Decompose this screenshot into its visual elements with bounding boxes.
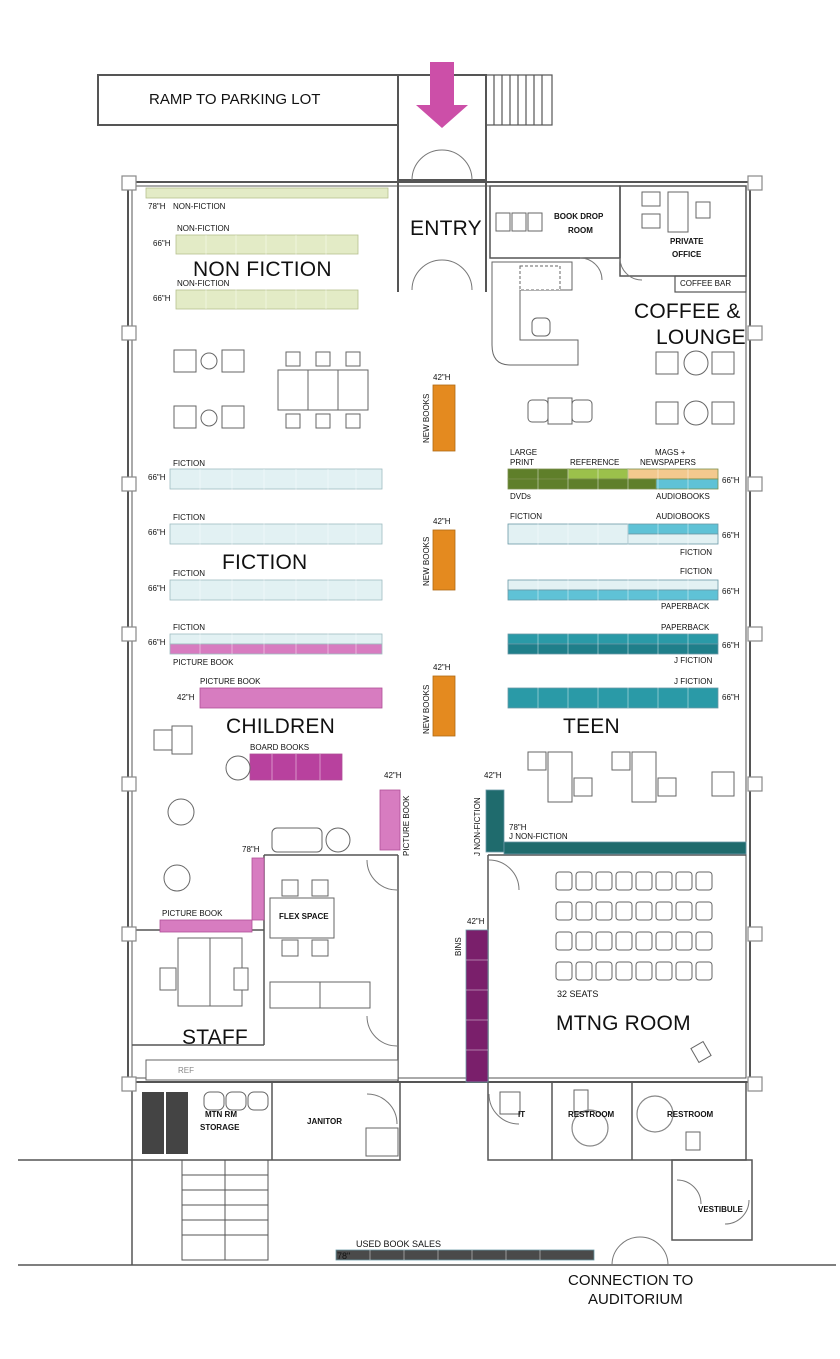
office-label: OFFICE bbox=[672, 250, 702, 259]
ref-label: REF bbox=[178, 1066, 194, 1075]
shelf-label: NON-FICTION bbox=[177, 224, 230, 233]
shelf-label: FICTION bbox=[173, 459, 205, 468]
ramp-stairs bbox=[485, 74, 553, 126]
staff-area-label: STAFF bbox=[182, 1026, 248, 1049]
shelf-height-label: 42"H bbox=[433, 517, 451, 526]
restroom-1-label: RESTROOM bbox=[568, 1110, 615, 1119]
shelf-label: NEW BOOKS bbox=[422, 536, 431, 586]
lounge-label: LOUNGE bbox=[656, 326, 746, 349]
reference-shelf bbox=[507, 468, 719, 490]
shelf-label: FICTION bbox=[173, 569, 205, 578]
coffee-label: COFFEE & bbox=[634, 300, 741, 323]
vestibule-label: VESTIBULE bbox=[698, 1205, 743, 1214]
shelf-label: J NON-FICTION bbox=[473, 797, 482, 856]
used-book-sales-label: USED BOOK SALES bbox=[356, 1239, 442, 1249]
teen-area-label: TEEN bbox=[563, 715, 620, 738]
shelf-height-label: 42"H bbox=[384, 771, 402, 780]
ramp-label: RAMP TO PARKING LOT bbox=[149, 91, 321, 108]
shelf-height-label: 78"H bbox=[509, 823, 527, 832]
entry-label: ENTRY bbox=[410, 217, 482, 240]
private-label: PRIVATE bbox=[670, 237, 704, 246]
shelf-height-label: 66"H bbox=[148, 584, 166, 593]
janitor-label: JANITOR bbox=[307, 1117, 342, 1126]
fiction-shelves bbox=[169, 468, 383, 655]
book-drop-label: BOOK DROP bbox=[554, 212, 604, 221]
meeting-room-label: MTNG ROOM bbox=[556, 1012, 691, 1035]
shelf-height-label: 66"H bbox=[722, 476, 740, 485]
shelf-height-label: 66"H bbox=[153, 239, 171, 248]
shelf-label: AUDIOBOOKS bbox=[656, 512, 710, 521]
shelf-height-label: 42"H bbox=[433, 373, 451, 382]
entry-arrow bbox=[416, 62, 468, 128]
shelf-label: FICTION bbox=[680, 567, 712, 576]
shelf-label: REFERENCE bbox=[570, 458, 620, 467]
furniture bbox=[145, 191, 735, 1157]
connection-label-2: AUDITORIUM bbox=[588, 1291, 683, 1308]
non-fiction-area-label: NON FICTION bbox=[193, 258, 332, 281]
shelf-label: MAGS + bbox=[655, 448, 686, 457]
shelf-label: FICTION bbox=[510, 512, 542, 521]
flex-space-label: FLEX SPACE bbox=[279, 912, 329, 921]
shelf-label: PAPERBACK bbox=[661, 602, 710, 611]
accessibility-icons bbox=[571, 1095, 674, 1147]
coffee-bar-label: COFFEE BAR bbox=[680, 279, 732, 288]
shelf-dividers bbox=[199, 235, 689, 1260]
shelf-height-label: 42"H bbox=[433, 663, 451, 672]
nonfiction-shelves bbox=[145, 187, 389, 310]
shelf-label: NON-FICTION bbox=[173, 202, 226, 211]
shelf-height-label: 66"H bbox=[148, 528, 166, 537]
shelf-label: PICTURE BOOK bbox=[402, 795, 411, 856]
shelf-height-label: 66"H bbox=[722, 693, 740, 702]
shelf-height-label: 66"H bbox=[722, 587, 740, 596]
shelf-label: J FICTION bbox=[674, 656, 713, 665]
connection-label-1: CONNECTION TO bbox=[568, 1272, 694, 1289]
shelf-height-label: 66"H bbox=[148, 473, 166, 482]
shelf-label: NEW BOOKS bbox=[422, 684, 431, 734]
shelf-label: J FICTION bbox=[674, 677, 713, 686]
shelf-label: AUDIOBOOKS bbox=[656, 492, 710, 501]
entry-doors bbox=[366, 149, 750, 1266]
shelf-height-label: 66"H bbox=[153, 294, 171, 303]
used-height-label: 78" bbox=[337, 1251, 351, 1261]
shelf-label: FICTION bbox=[173, 513, 205, 522]
shelf-label: BOARD BOOKS bbox=[250, 743, 310, 752]
shelf-label: DVDs bbox=[510, 492, 531, 501]
columns bbox=[121, 175, 763, 1092]
shelf-height-label: 66"H bbox=[722, 641, 740, 650]
shelf-label: FICTION bbox=[680, 548, 712, 557]
shelf-height-label: 42"H bbox=[467, 917, 485, 926]
mtn-rm-label: MTN RM bbox=[205, 1110, 237, 1119]
shelf-label: LARGE bbox=[510, 448, 538, 457]
book-drop-room-label: ROOM bbox=[568, 226, 593, 235]
stairs bbox=[181, 1159, 269, 1261]
shelf-height-label: 66"H bbox=[148, 638, 166, 647]
fiction-area-label: FICTION bbox=[222, 551, 308, 574]
seats-label: 32 SEATS bbox=[557, 989, 599, 999]
shelf-label: FICTION bbox=[173, 623, 205, 632]
shelf-label: PICTURE BOOK bbox=[200, 677, 261, 686]
shelf-label: NEWSPAPERS bbox=[640, 458, 696, 467]
shelf-label: PAPERBACK bbox=[661, 623, 710, 632]
shelf-label: NON-FICTION bbox=[177, 279, 230, 288]
shelf-height-label: 78"H bbox=[242, 845, 260, 854]
shelf-height-label: 78"H bbox=[148, 202, 166, 211]
shelf-label: PRINT bbox=[510, 458, 534, 467]
ramp-outline bbox=[97, 74, 399, 126]
shelf-label: BINS bbox=[454, 937, 463, 956]
shelf-label: NEW BOOKS bbox=[422, 393, 431, 443]
restroom-2-label: RESTROOM bbox=[667, 1110, 714, 1119]
it-label: IT bbox=[518, 1110, 526, 1119]
shelf-height-label: 42"H bbox=[484, 771, 502, 780]
meeting-seats bbox=[555, 871, 713, 981]
children-area-label: CHILDREN bbox=[226, 715, 335, 738]
shelf-label: PICTURE BOOK bbox=[173, 658, 234, 667]
shelf-height-label: 42"H bbox=[177, 693, 195, 702]
shelf-height-label: 66"H bbox=[722, 531, 740, 540]
storage-racks bbox=[142, 1092, 188, 1154]
shelf-label: J NON-FICTION bbox=[509, 832, 568, 841]
shelf-label: PICTURE BOOK bbox=[162, 909, 223, 918]
storage-label: STORAGE bbox=[200, 1123, 240, 1132]
new-books-shelves bbox=[432, 384, 456, 737]
